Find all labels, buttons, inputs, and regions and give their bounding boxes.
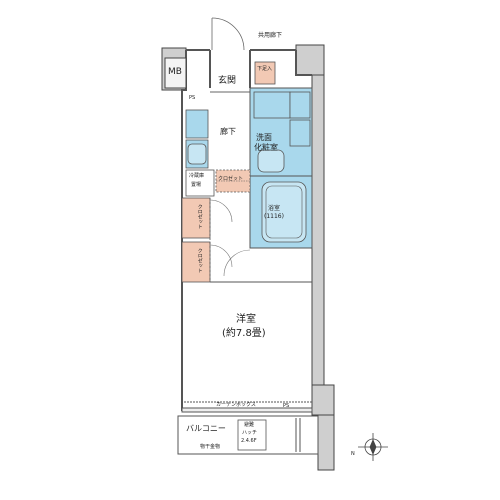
- window-sash: [181, 401, 313, 413]
- compass-icon: [358, 433, 388, 461]
- monohoshi-label: 物干金物: [200, 444, 221, 450]
- closet-upper-label: クロゼット: [196, 204, 203, 229]
- reizoko-label-1: 冷蔵庫: [189, 173, 205, 179]
- mb-box: [164, 57, 187, 89]
- ps-bottom-label: PS: [283, 403, 290, 409]
- hall-closet: [215, 169, 251, 193]
- youshitsu-size: (約7.8畳): [222, 328, 266, 339]
- wet-area: [249, 87, 313, 249]
- curtain-box-label: カーテンボックス: [216, 402, 256, 408]
- closets: [181, 197, 211, 283]
- hinan-label-2: ハッチ: [242, 430, 258, 436]
- ps-top-label: PS: [189, 95, 196, 101]
- exterior-walls: [161, 44, 335, 471]
- closet-lower-label: クロゼット: [196, 248, 203, 273]
- entry-door: [211, 17, 245, 51]
- sentaku-label-2: 化粧室: [254, 143, 278, 152]
- mb-label: MB: [168, 67, 182, 77]
- yokushitsu-size: (1116): [264, 213, 284, 220]
- common-corridor-label: 共用廊下: [258, 32, 283, 39]
- yokushitsu-label: 浴室: [268, 205, 281, 212]
- hall-closet-label: クロゼット: [218, 176, 244, 182]
- genkan-label: 玄関: [218, 76, 237, 86]
- rouka-label: 廊下: [220, 127, 236, 136]
- sentaku-label-1: 洗面: [256, 133, 272, 142]
- balcony-label: バルコニー: [186, 424, 226, 433]
- reizoko-label-2: 置場: [191, 182, 202, 188]
- youshitsu-label: 洋室: [236, 314, 256, 325]
- shitabaki-label: 下足入: [257, 66, 273, 72]
- interior-doors: [209, 199, 251, 277]
- hinan-label-3: 2.4.6F: [241, 438, 257, 444]
- left-utility: [185, 109, 215, 197]
- balcony-area: [177, 415, 319, 455]
- compass-north-label: N: [351, 451, 355, 457]
- hinan-label-1: 避難: [244, 422, 255, 428]
- shoe-box: [254, 61, 276, 85]
